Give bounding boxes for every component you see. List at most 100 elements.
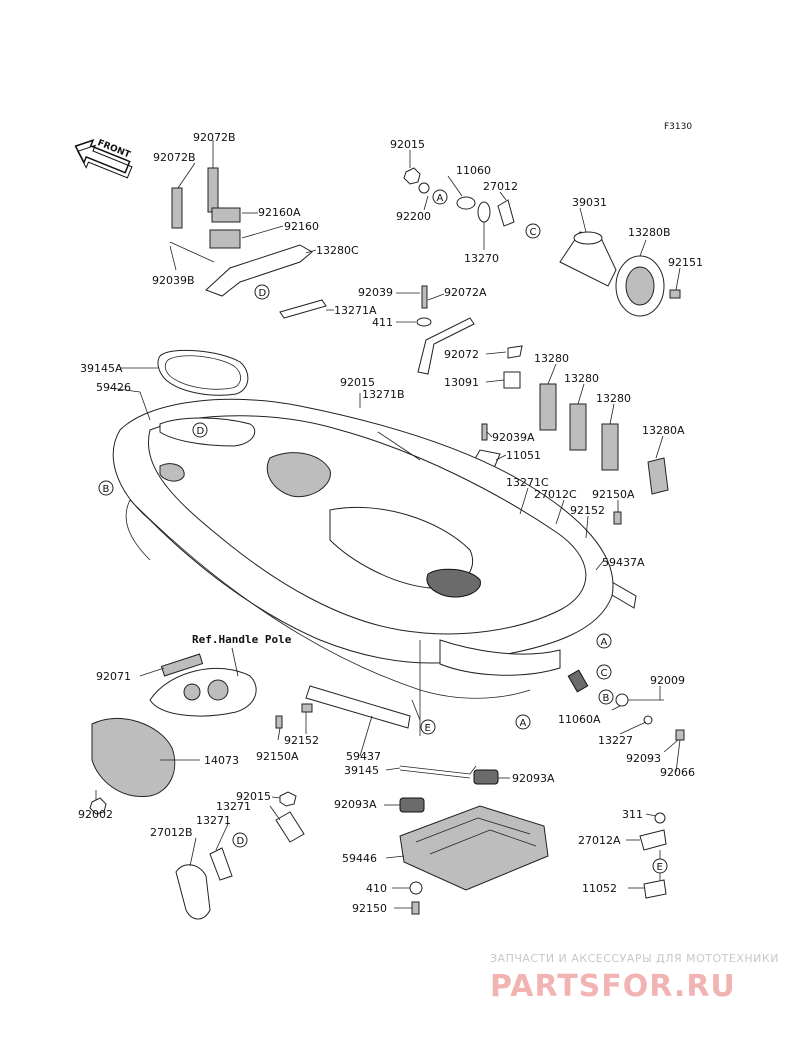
pad-92093a-left [399,797,425,813]
nut-92015-lower [279,791,297,807]
part-label: 27012B [150,826,193,839]
plate-13271-1 [275,811,305,843]
plate-13271-2 [209,847,233,881]
part-label: 59437 [346,750,381,763]
part-label: 13091 [444,376,479,389]
callout-e-1: E [420,719,436,735]
clamp-13280-2 [569,403,587,451]
hull-storage-well [266,452,331,498]
bolt-92066 [675,729,685,741]
screw-92150a [613,511,622,525]
pad-92160 [209,229,241,249]
screw-92151 [669,289,681,299]
pad-92093a-right [473,769,499,785]
part-label: 92039B [152,274,195,287]
part-label: 92072B [153,151,196,164]
part-label: 27012A [578,834,621,847]
part-label: 13270 [464,252,499,265]
part-label: 13271 [216,800,251,813]
part-label: 11052 [582,882,617,895]
part-label: 13271B [362,388,405,401]
clamp-11052 [643,879,667,899]
callout-d-1: D [254,284,270,300]
rail-59437 [305,685,411,729]
plate-59446 [399,805,549,891]
part-label: 13271 [196,814,231,827]
callout-a-2: A [596,633,612,649]
watermark-brand: PARTSFOR.RU [490,969,736,1004]
part-label: 39145 [344,764,379,777]
fastener-group-lower-right [615,693,685,741]
handle-pole-housing [149,667,257,717]
callout-markers: A C D D B A C B E A D E [98,189,668,874]
handle-group-lower-left [89,653,411,815]
callout-e-2: E [652,858,668,874]
svg-text:C: C [530,227,537,238]
pad-92160a [211,207,241,223]
bracket-13280c [205,244,313,297]
clamp-27012b [175,864,211,920]
part-label: 92015 [236,790,271,803]
fastener-group-top-center [403,167,515,375]
part-label: 92093 [626,752,661,765]
part-label: 410 [366,882,387,895]
part-label: 39145A [80,362,123,375]
part-label: 92071 [96,670,131,683]
part-label: 11051 [506,449,541,462]
leader-lines [95,140,681,909]
part-label: 92072A [444,286,487,299]
part-label: 11060A [558,713,601,726]
part-label: 39031 [572,196,607,209]
bracket-lower-right [639,812,667,899]
strap-92072b-right [207,167,219,213]
part-label: 411 [372,316,393,329]
watermark-subtitle: ЗАПЧАСТИ И АКСЕССУАРЫ ДЛЯ МОТОТЕХНИКИ [490,952,779,965]
part-label: 92015 [340,376,375,389]
part-label: 92093A [512,772,555,785]
part-labels: 92072B 92072B 92160A 92160 13280 C 92039B… [78,131,703,915]
svg-text:D: D [237,836,245,847]
block-13091 [503,371,521,389]
part-label: 311 [622,808,643,821]
part-label: 92160A [258,206,301,219]
figure-code: F3130 [664,122,692,132]
part-label: 13227 [598,734,633,747]
part-label: 92150 [352,902,387,915]
part-label: 14073 [204,754,239,767]
svg-text:D: D [197,426,205,437]
callout-b-2: B [598,689,614,705]
part-label: 13271A [334,304,377,317]
part-label: 13271C [506,476,549,489]
part-label: 13280 [564,372,599,385]
bolt-92039a [481,423,488,441]
callout-a-1: A [432,189,448,205]
part-label: 92160 [284,220,319,233]
part-label: 92039A [492,431,535,444]
bracket-group-top-left [169,167,327,319]
front-arrow-icon [74,139,133,179]
part-label: 92015 [390,138,425,151]
clamp-27012 [497,199,515,227]
washer-411 [416,317,432,327]
bolt-92150 [411,901,420,915]
svg-text:E: E [657,862,663,873]
svg-text:A: A [520,718,527,729]
nut-311 [654,812,666,824]
callout-d-3: D [232,832,248,848]
cover-14073 [91,717,176,797]
part-label: 92072B [193,131,236,144]
part-label: 13280B [628,226,671,239]
ref-handle-pole-note: Ref.Handle Pole [192,633,292,646]
strap-92072b-left [171,187,183,229]
washer-410 [409,881,423,895]
part-label: 11060 [456,164,491,177]
strip-13271a [279,299,327,319]
clip-13270 [477,201,491,223]
vent-assembly-top-right [559,231,681,317]
callout-d-2: D [192,422,208,438]
part-label: 92150A [256,750,299,763]
part-label: 27012 [483,180,518,193]
gasket-11060a [615,693,629,707]
screw-92150a-lower [275,715,283,729]
